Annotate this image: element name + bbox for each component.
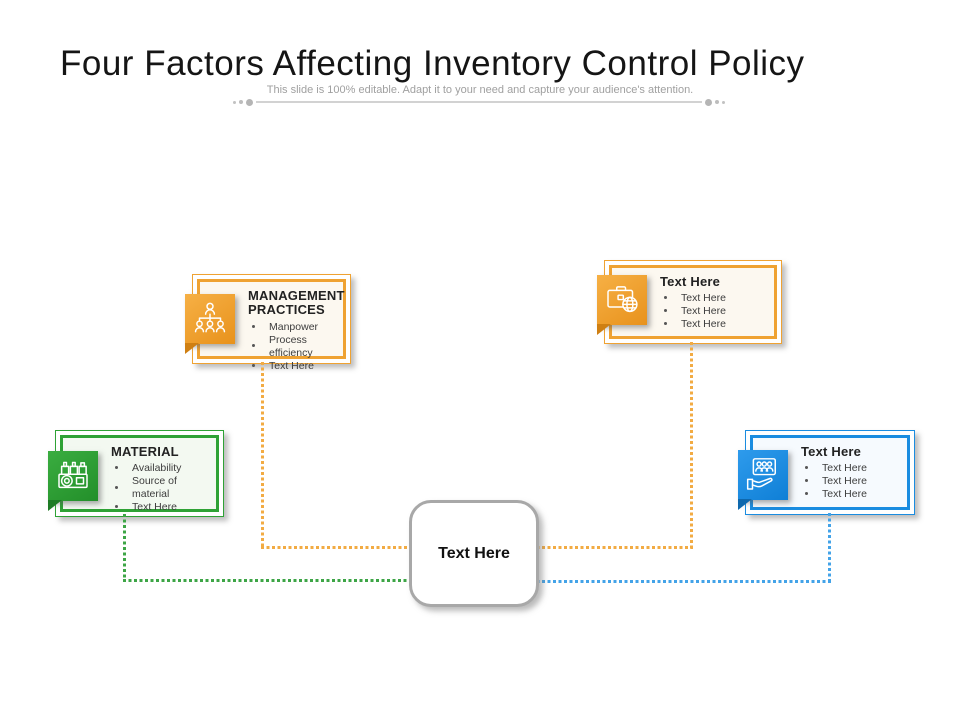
bullet-item: Text Here — [801, 462, 899, 475]
divider-line — [256, 101, 702, 103]
bullet-text: Text Here — [681, 318, 726, 331]
bullet-item: Text Here — [660, 305, 766, 318]
bullet-text: Source of material — [132, 475, 177, 501]
bullet-dot — [805, 479, 808, 483]
production-machine-icon — [48, 451, 98, 511]
connector-top-right-horizontal — [531, 546, 693, 549]
factor-box-right: Text Here Text Here Text Here Text Here — [738, 430, 915, 515]
bullet-item: Text Here — [801, 475, 899, 488]
bullet-text: Text Here — [681, 292, 726, 305]
bullet-dot — [115, 466, 118, 470]
divider-dot — [239, 100, 243, 104]
bullet-dot — [805, 466, 808, 470]
bullet-text: Text Here — [681, 305, 726, 318]
center-node: Text Here — [409, 500, 539, 607]
bullet-dot — [115, 485, 118, 489]
divider-dot — [246, 98, 253, 106]
bullet-dot — [664, 296, 667, 300]
bullet-dot — [252, 363, 255, 367]
divider-dot — [722, 100, 725, 104]
bullet-item: Source of material — [111, 475, 208, 501]
bullet-item: Process efficiency — [248, 334, 335, 360]
bullet-text: Text Here — [269, 359, 314, 372]
bullet-dot — [664, 309, 667, 313]
factor-title: Text Here — [801, 444, 862, 459]
bullet-text: Availability — [132, 462, 182, 475]
factor-title: MATERIAL — [111, 444, 179, 459]
bullet-text: Text Here — [822, 475, 867, 488]
connector-right-horizontal — [531, 580, 831, 583]
divider-dot — [233, 100, 236, 104]
bullet-item: Text Here — [660, 318, 766, 331]
factor-box-body: MANAGEMENT PRACTICES Manpower Process ef… — [197, 279, 346, 372]
factor-box-material: MATERIAL Availability Source of material… — [48, 430, 224, 517]
connector-top-right-vertical — [690, 342, 693, 549]
connector-right-vertical — [828, 513, 831, 583]
factor-bullet-list: Manpower Process efficiency Text Here — [248, 321, 335, 373]
page-title: Four Factors Affecting Inventory Control… — [60, 44, 805, 83]
bullet-item: Availability — [111, 462, 208, 475]
bullet-text: Text Here — [822, 462, 867, 475]
bullet-dot — [115, 505, 118, 509]
briefcase-globe-icon — [597, 275, 647, 335]
bullet-dot — [805, 492, 808, 496]
connector-material-vertical — [123, 514, 126, 582]
slide-subtitle: This slide is 100% editable. Adapt it to… — [266, 84, 694, 96]
bullet-text: Text Here — [132, 501, 177, 514]
org-chart-icon — [185, 294, 235, 354]
bullet-dot — [664, 322, 667, 326]
divider-dot — [705, 98, 712, 106]
center-node-label: Text Here — [438, 544, 510, 562]
bullet-item: Text Here — [248, 360, 335, 373]
bullet-item: Manpower — [248, 321, 335, 334]
divider-dot — [715, 100, 719, 104]
factor-bullet-list: Availability Source of material Text Her… — [111, 462, 208, 514]
bullet-item: Text Here — [801, 488, 899, 501]
bullet-text: Text Here — [822, 488, 867, 501]
bullet-item: Text Here — [111, 501, 208, 514]
bullet-dot — [252, 324, 255, 328]
factor-box-management-practices: MANAGEMENT PRACTICES Manpower Process ef… — [185, 274, 351, 372]
bullet-text: Manpower — [269, 320, 319, 333]
hand-holding-team-icon — [738, 450, 788, 510]
bullet-text: Process efficiency — [269, 333, 313, 359]
header-divider — [233, 97, 725, 107]
connector-material-horizontal — [123, 579, 411, 582]
connector-management-horizontal — [261, 546, 411, 549]
factor-box-top-right: Text Here Text Here Text Here Text Here — [597, 260, 782, 344]
connector-management-vertical — [261, 362, 264, 549]
factor-bullet-list: Text Here Text Here Text Here — [660, 292, 766, 331]
bullet-item: Text Here — [660, 292, 766, 305]
bullet-dot — [252, 344, 255, 348]
factor-title: MANAGEMENT PRACTICES — [248, 288, 345, 318]
factor-bullet-list: Text Here Text Here Text Here — [801, 462, 899, 501]
factor-title: Text Here — [660, 274, 721, 289]
